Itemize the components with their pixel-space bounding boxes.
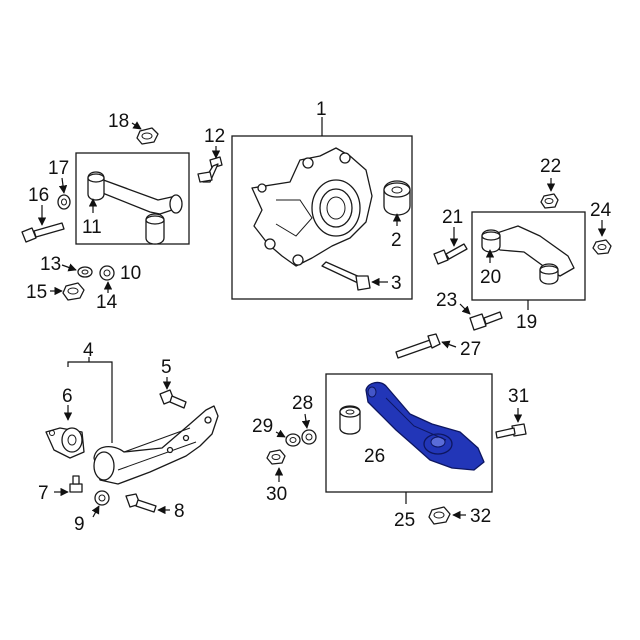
bolt-12[interactable] — [197, 156, 223, 183]
callout-31: 31 — [508, 386, 529, 407]
callout-13: 13 — [40, 254, 61, 275]
bolt-5[interactable] — [159, 389, 187, 409]
washer-28[interactable] — [301, 429, 317, 445]
callout-7: 7 — [38, 483, 49, 504]
callout-20: 20 — [480, 267, 501, 288]
nut-32[interactable] — [428, 506, 451, 525]
nut-22[interactable] — [540, 193, 559, 209]
control-arm-19[interactable] — [481, 225, 575, 285]
bolt-7[interactable] — [69, 475, 83, 493]
bolt-8[interactable] — [125, 493, 157, 513]
callout-11: 11 — [82, 217, 102, 238]
bushing-6[interactable] — [45, 427, 85, 459]
bolt-27[interactable] — [395, 333, 441, 359]
callout-27: 27 — [460, 339, 481, 360]
lower-control-arm-25[interactable] — [365, 381, 485, 471]
callout-29: 29 — [252, 416, 273, 437]
callout-14: 14 — [96, 292, 118, 313]
washer-17[interactable] — [57, 194, 71, 210]
callout-15: 15 — [26, 282, 47, 303]
nut-24[interactable] — [592, 239, 612, 255]
callout-19: 19 — [516, 312, 537, 333]
bolt-31[interactable] — [495, 423, 527, 439]
callout-4: 4 — [83, 340, 94, 361]
nut-18[interactable] — [136, 127, 159, 145]
bolt-3[interactable] — [321, 261, 371, 291]
bolt-16[interactable] — [21, 222, 65, 243]
callout-23: 23 — [436, 290, 457, 311]
callout-12: 12 — [204, 126, 225, 147]
callout-2: 2 — [391, 230, 402, 251]
knuckle-1[interactable] — [251, 147, 373, 267]
callout-30: 30 — [266, 484, 287, 505]
washer-14[interactable] — [99, 265, 115, 281]
callout-18: 18 — [108, 111, 129, 132]
bolt-21[interactable] — [433, 243, 468, 265]
callout-32: 32 — [470, 506, 491, 527]
callout-17: 17 — [48, 158, 69, 179]
group-box-10 — [75, 152, 190, 245]
callout-9: 9 — [74, 514, 85, 535]
group-box-25 — [325, 373, 493, 493]
callout-6: 6 — [62, 386, 73, 407]
trailing-arm-4[interactable] — [93, 405, 219, 485]
callout-3: 3 — [391, 273, 402, 294]
bolt-23[interactable] — [469, 311, 503, 331]
bushing-26[interactable] — [339, 405, 361, 435]
callout-21: 21 — [442, 207, 463, 228]
callout-5: 5 — [161, 357, 172, 378]
washer-13[interactable] — [77, 266, 93, 278]
callout-16: 16 — [28, 185, 49, 206]
bushing-2[interactable] — [383, 180, 411, 216]
callout-22: 22 — [540, 156, 561, 177]
washer-9[interactable] — [94, 490, 110, 506]
callout-28: 28 — [292, 393, 313, 414]
nut-15[interactable] — [62, 282, 85, 301]
upper-control-arm[interactable] — [87, 171, 183, 245]
callout-25: 25 — [394, 510, 415, 531]
nut-30[interactable] — [266, 449, 286, 465]
callout-26: 26 — [364, 446, 385, 467]
callout-8: 8 — [174, 501, 185, 522]
washer-29[interactable] — [285, 433, 301, 447]
callout-10: 10 — [120, 263, 141, 284]
callout-1: 1 — [316, 99, 327, 120]
callout-24: 24 — [590, 200, 612, 221]
